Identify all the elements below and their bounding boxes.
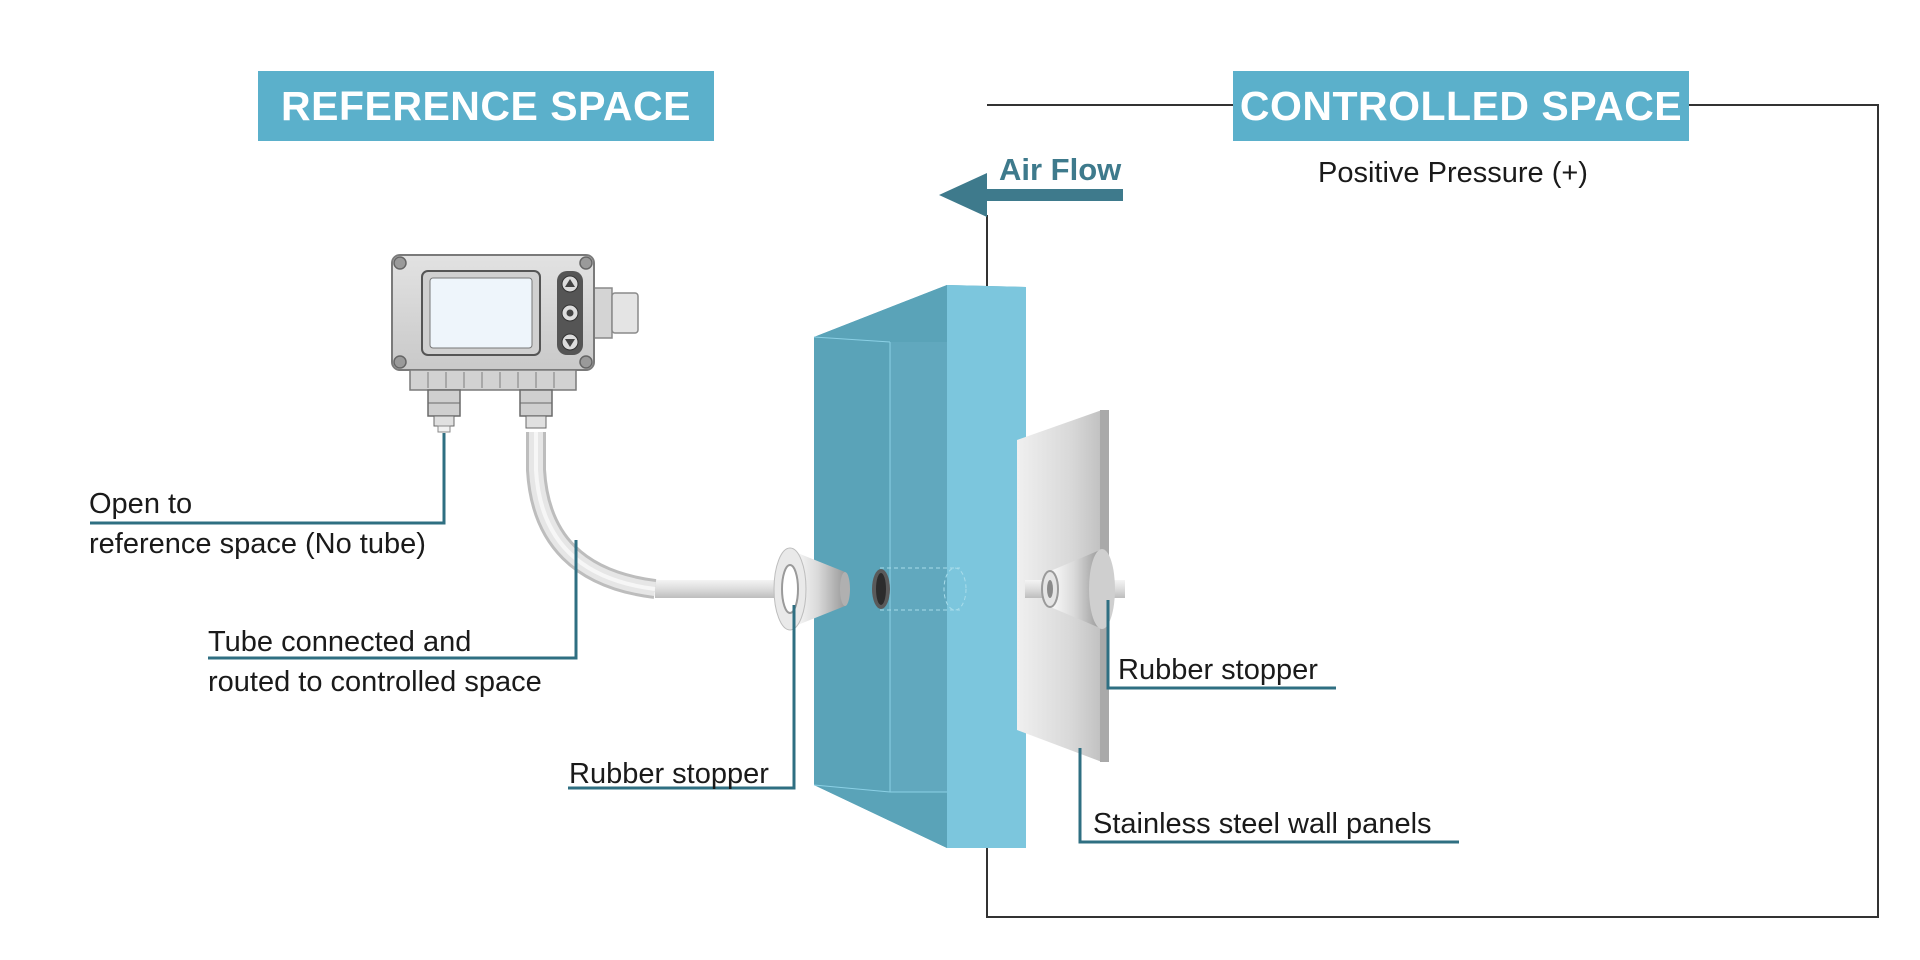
leader-stopper-right: [1106, 600, 1336, 690]
open-port-label: Open to reference space (No tube): [89, 484, 426, 564]
air-flow-label: Air Flow: [999, 152, 1122, 187]
tube-label-line1: Tube connected and: [208, 626, 472, 658]
leader-panels: [1078, 748, 1459, 844]
positive-pressure-label: Positive Pressure (+): [1318, 157, 1588, 189]
tube-label: Tube connected and routed to controlled …: [208, 622, 542, 702]
rubber-stopper-left-label: Rubber stopper: [569, 758, 769, 790]
reference-space-title: REFERENCE SPACE: [258, 71, 714, 141]
tube: [526, 432, 1125, 609]
leader-tube: [208, 540, 578, 660]
rubber-stopper-right-label: Rubber stopper: [1118, 654, 1318, 686]
leader-lines: [90, 433, 1459, 844]
tube-label-line2: routed to controlled space: [208, 666, 542, 698]
differential-pressure-gauge-icon: [391, 254, 639, 433]
controlled-space-title: CONTROLLED SPACE: [1233, 71, 1689, 141]
leader-open-port: [90, 433, 446, 525]
controlled-space-boundary: [986, 104, 1879, 918]
open-port-label-line2: reference space (No tube): [89, 528, 426, 560]
rubber-stopper-left-icon: [773, 547, 850, 631]
stainless-panels-label: Stainless steel wall panels: [1093, 808, 1432, 840]
wall: [813, 285, 1026, 848]
leader-stopper-left: [568, 605, 796, 790]
air-flow-arrow-icon: [939, 173, 1123, 217]
open-port-label-line1: Open to: [89, 488, 193, 520]
